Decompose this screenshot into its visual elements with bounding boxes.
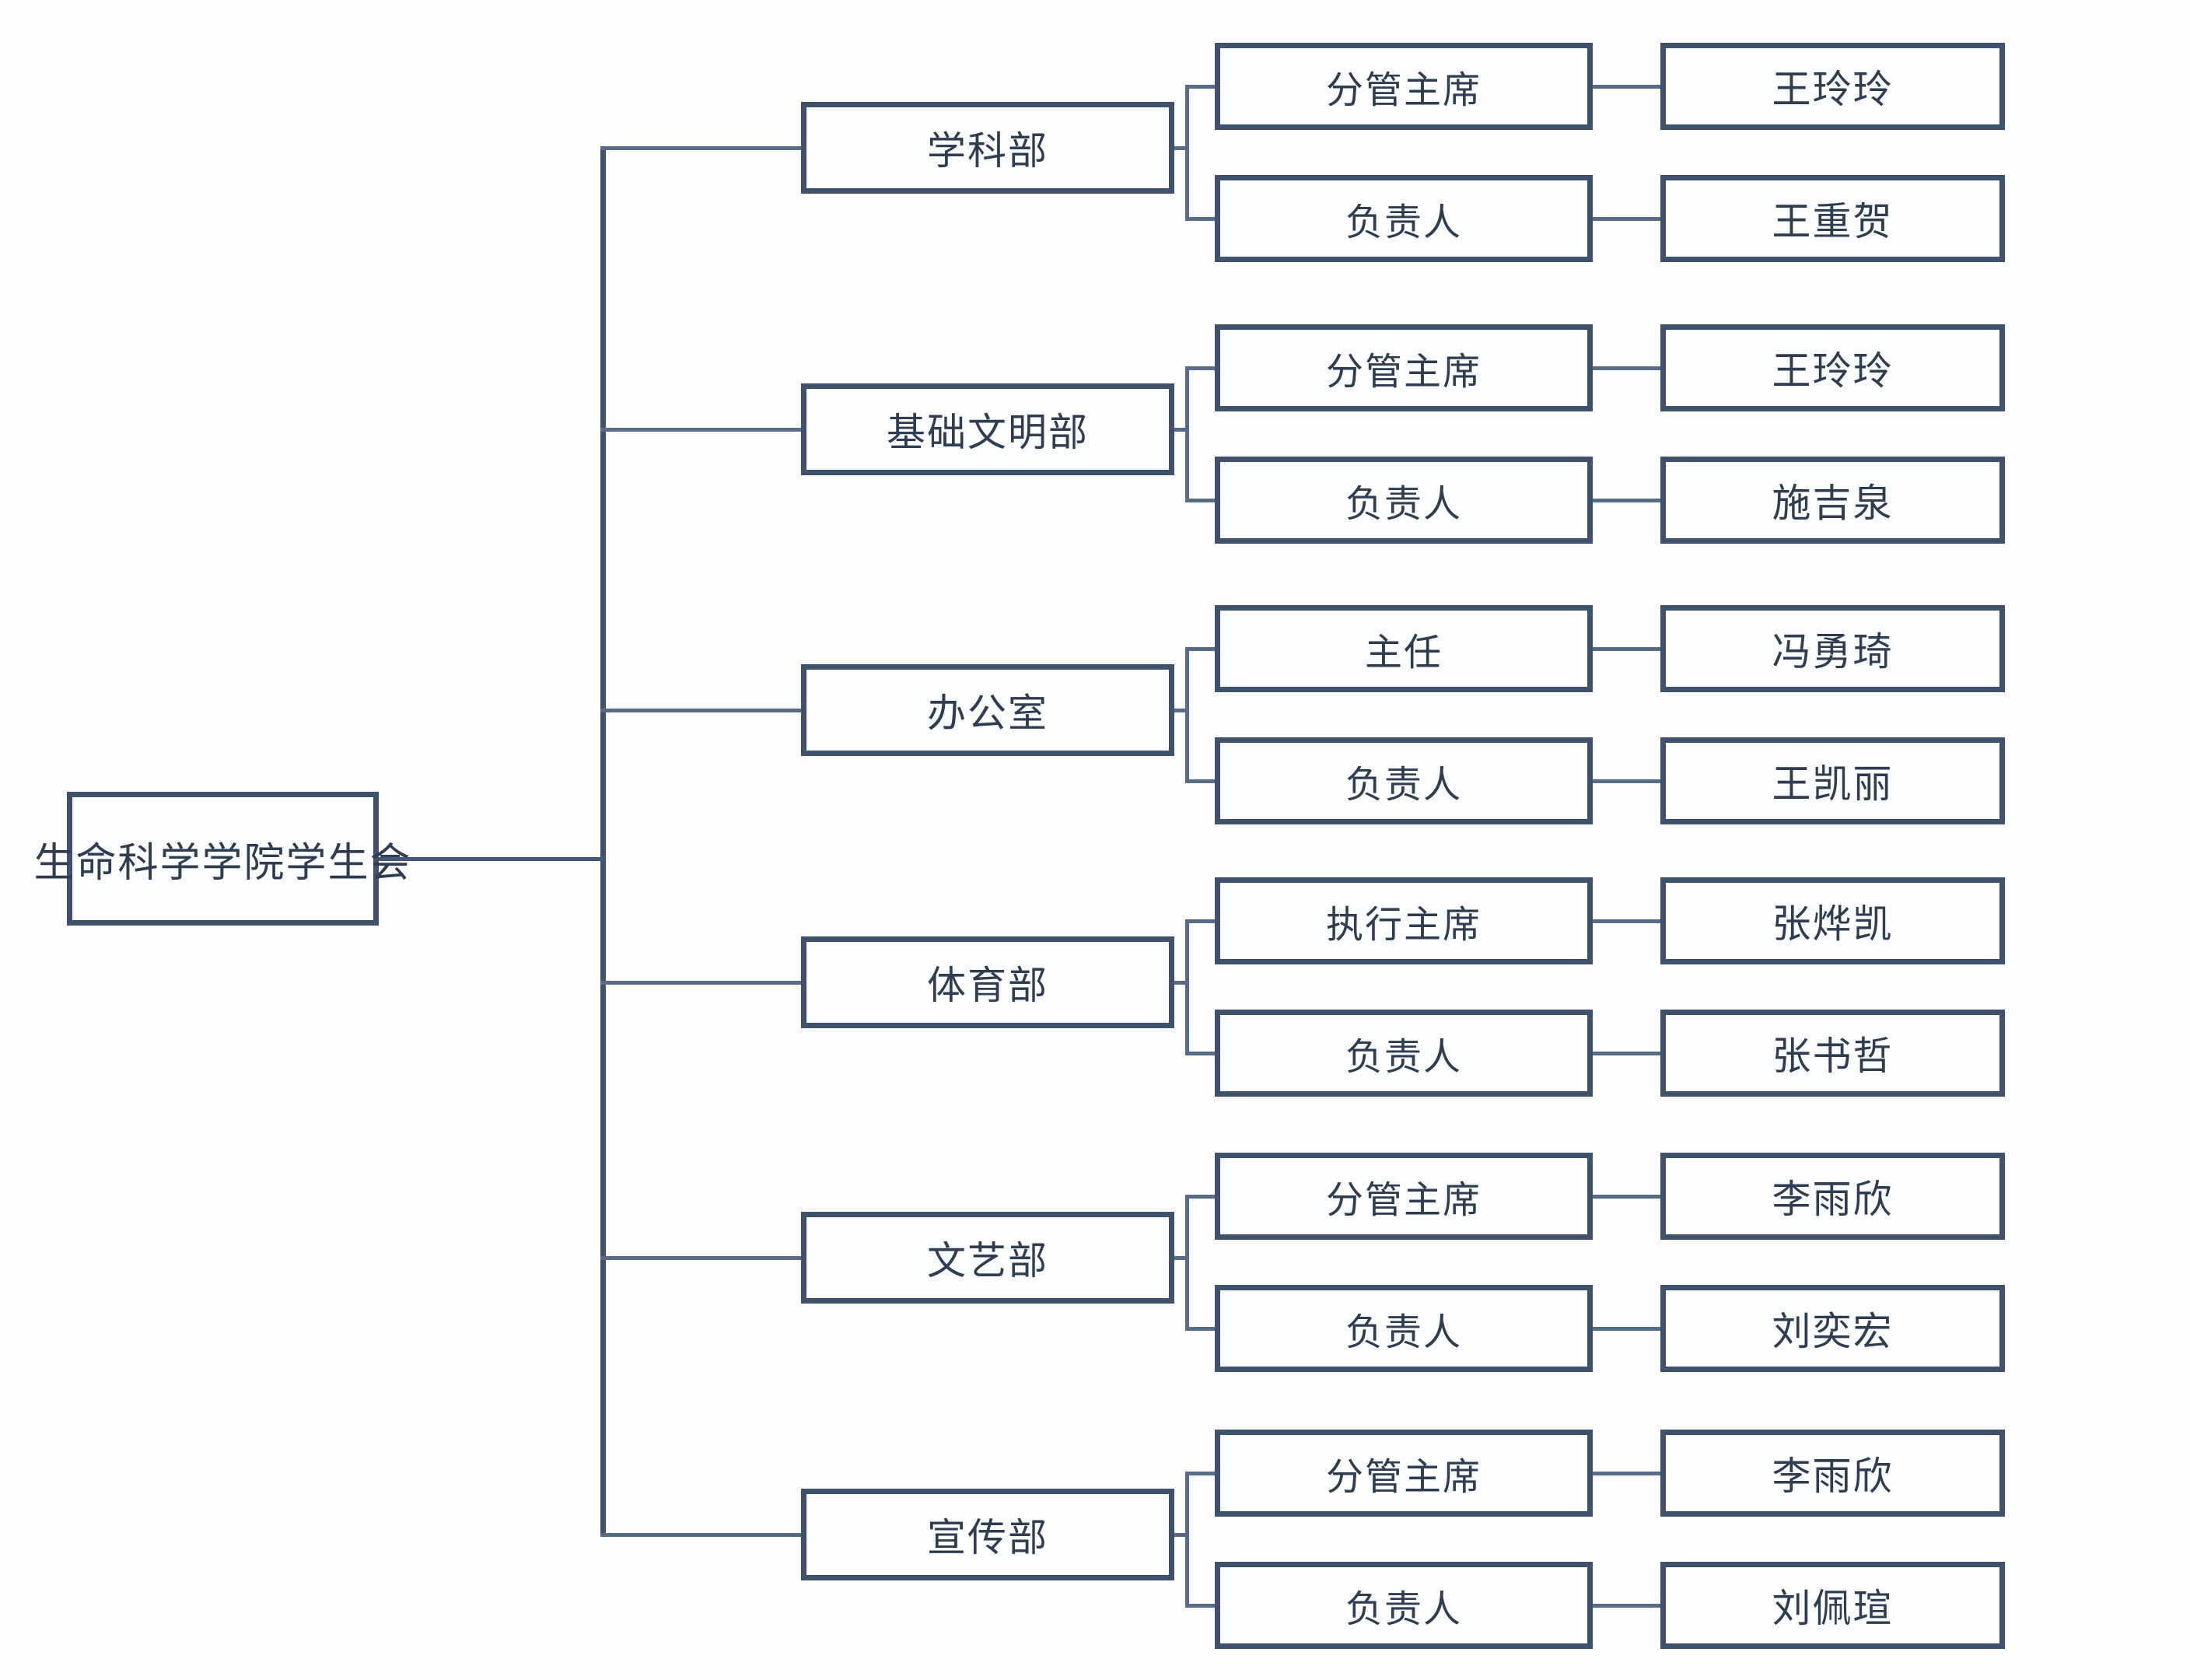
role-node-1-1[interactable]: 分管主席 <box>1215 43 1593 130</box>
person-node-5-2[interactable]: 刘奕宏 <box>1660 1285 2005 1372</box>
dept-branch-connector <box>600 146 801 150</box>
dept-bracket-connector <box>1185 921 1189 1053</box>
dept-stub-connector <box>1174 428 1188 432</box>
role-node-5-2[interactable]: 负责人 <box>1215 1285 1593 1372</box>
department-node-2[interactable]: 基础文明部 <box>801 383 1174 475</box>
dept-bracket-connector <box>1185 368 1189 500</box>
dept-stub-connector <box>1174 146 1188 150</box>
department-node-5[interactable]: 文艺部 <box>801 1212 1174 1304</box>
role-node-5-1[interactable]: 分管主席 <box>1215 1153 1593 1240</box>
person-node-6-2[interactable]: 刘佩瑄 <box>1660 1562 2005 1649</box>
person-connector <box>1593 1195 1660 1199</box>
dept-stub-connector <box>1174 981 1188 985</box>
trunk-connector <box>600 148 606 1535</box>
root-node-organization: 生命科学学院学生会 <box>34 792 411 926</box>
person-connector <box>1593 366 1660 370</box>
person-connector <box>1593 1604 1660 1608</box>
role-branch-connector <box>1185 1195 1218 1199</box>
role-node-2-2[interactable]: 负责人 <box>1215 457 1593 544</box>
role-branch-connector <box>1185 1604 1218 1608</box>
person-connector <box>1593 499 1660 502</box>
dept-bracket-connector <box>1185 649 1189 781</box>
role-branch-connector <box>1185 1052 1218 1055</box>
dept-stub-connector <box>1174 1533 1188 1537</box>
dept-branch-connector <box>600 1533 801 1537</box>
role-node-6-1[interactable]: 分管主席 <box>1215 1430 1593 1517</box>
person-connector <box>1593 217 1660 221</box>
dept-bracket-connector <box>1185 1196 1189 1328</box>
department-node-4[interactable]: 体育部 <box>801 936 1174 1028</box>
role-branch-connector <box>1185 85 1218 89</box>
dept-branch-connector <box>600 981 801 985</box>
dept-branch-connector <box>600 1256 801 1260</box>
person-connector <box>1593 647 1660 651</box>
dept-branch-connector <box>600 428 801 432</box>
person-node-5-1[interactable]: 李雨欣 <box>1660 1153 2005 1240</box>
role-branch-connector <box>1185 1327 1218 1331</box>
root-connector <box>379 857 606 861</box>
role-branch-connector <box>1185 366 1218 370</box>
role-node-4-2[interactable]: 负责人 <box>1215 1010 1593 1097</box>
person-connector <box>1593 1472 1660 1475</box>
person-node-4-2[interactable]: 张书哲 <box>1660 1010 2005 1097</box>
role-branch-connector <box>1185 919 1218 923</box>
role-branch-connector <box>1185 217 1218 221</box>
person-node-4-1[interactable]: 张烨凯 <box>1660 877 2005 964</box>
person-node-2-1[interactable]: 王玲玲 <box>1660 324 2005 411</box>
department-node-6[interactable]: 宣传部 <box>801 1489 1174 1580</box>
person-connector <box>1593 779 1660 783</box>
person-node-2-2[interactable]: 施吉泉 <box>1660 457 2005 544</box>
dept-stub-connector <box>1174 1256 1188 1260</box>
role-branch-connector <box>1185 499 1218 502</box>
role-node-4-1[interactable]: 执行主席 <box>1215 877 1593 964</box>
person-node-3-2[interactable]: 王凯丽 <box>1660 737 2005 824</box>
dept-bracket-connector <box>1185 1473 1189 1605</box>
person-connector <box>1593 1052 1660 1055</box>
person-node-1-1[interactable]: 王玲玲 <box>1660 43 2005 130</box>
role-branch-connector <box>1185 647 1218 651</box>
person-node-1-2[interactable]: 王重贺 <box>1660 175 2005 262</box>
dept-bracket-connector <box>1185 86 1189 219</box>
person-connector <box>1593 85 1660 89</box>
role-node-2-1[interactable]: 分管主席 <box>1215 324 1593 411</box>
department-node-3[interactable]: 办公室 <box>801 664 1174 756</box>
role-node-6-2[interactable]: 负责人 <box>1215 1562 1593 1649</box>
dept-stub-connector <box>1174 709 1188 712</box>
person-node-6-1[interactable]: 李雨欣 <box>1660 1430 2005 1517</box>
role-node-3-1[interactable]: 主任 <box>1215 605 1593 692</box>
role-node-3-2[interactable]: 负责人 <box>1215 737 1593 824</box>
dept-branch-connector <box>600 709 801 712</box>
department-node-1[interactable]: 学科部 <box>801 102 1174 194</box>
role-node-1-2[interactable]: 负责人 <box>1215 175 1593 262</box>
person-node-3-1[interactable]: 冯勇琦 <box>1660 605 2005 692</box>
person-connector <box>1593 919 1660 923</box>
role-branch-connector <box>1185 779 1218 783</box>
role-branch-connector <box>1185 1472 1218 1475</box>
person-connector <box>1593 1327 1660 1331</box>
